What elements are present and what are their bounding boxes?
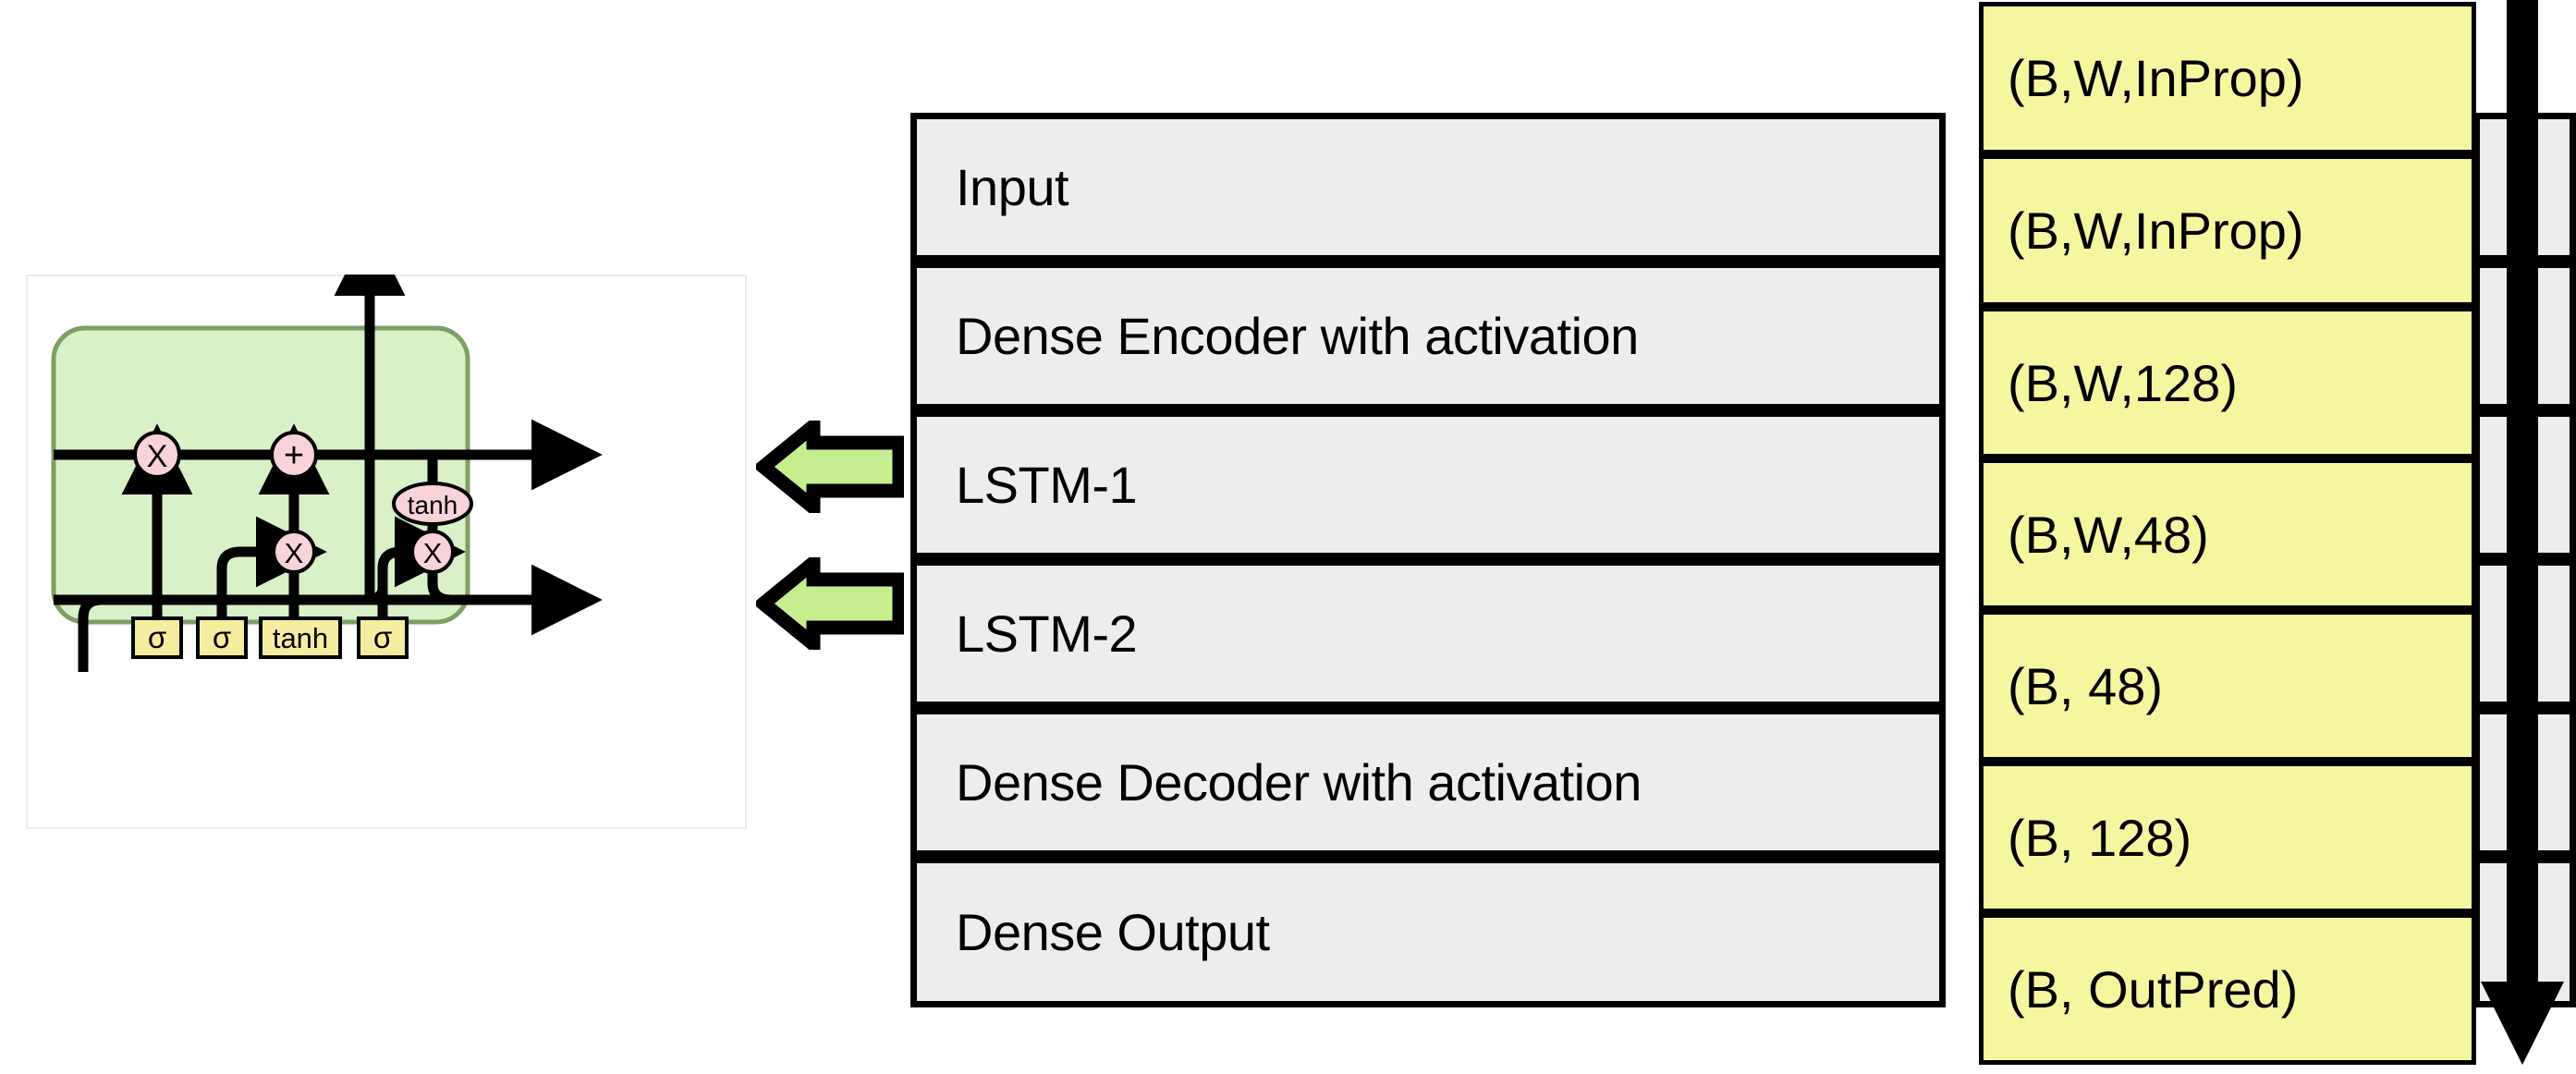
layer-row-lstm-1[interactable]: LSTM-1 (910, 410, 1946, 559)
layer-row-dense-encoder[interactable]: Dense Encoder with activation (910, 262, 1946, 410)
shape-label-4: (B, 48) (2008, 656, 2164, 715)
layer-row-input[interactable]: Input (910, 113, 1946, 262)
layer-stack: Input Dense Encoder with activation LSTM… (910, 113, 1946, 1007)
lstm-cell-panel: σ σ tanh σ X + (26, 275, 747, 829)
shape-label-5: (B, 128) (2008, 808, 2192, 867)
shape-box-5[interactable]: (B, 128) (1979, 762, 2476, 913)
layer-label-dense-decoder: Dense Decoder with activation (956, 753, 1642, 812)
input-entry-line (78, 594, 331, 672)
gate-input-label: σ (213, 620, 231, 654)
layer-row-dense-output[interactable]: Dense Output (910, 857, 1946, 1007)
lstm-cell-diagram: σ σ tanh σ X + (51, 275, 603, 672)
shape-box-2[interactable]: (B,W,128) (1979, 307, 2476, 458)
gate-input: σ (196, 616, 248, 659)
op-forget-multiply: X (133, 431, 181, 479)
op-output-multiply-label: X (423, 537, 443, 569)
output-multiply-out-line (427, 567, 488, 605)
output-gate-curve (377, 516, 466, 616)
gate-forget: σ (131, 616, 183, 659)
gate-output-label: σ (373, 620, 392, 654)
shape-label-3: (B,W,48) (2008, 505, 2209, 564)
down-arrow-icon (2481, 0, 2564, 1065)
op-input-multiply-label: X (285, 537, 304, 569)
layer-label-lstm-2: LSTM-2 (956, 604, 1138, 663)
op-cell-tanh-label: tanh (408, 491, 458, 519)
shape-label-6: (B, OutPred) (2008, 959, 2299, 1019)
shape-box-6[interactable]: (B, OutPred) (1979, 913, 2476, 1065)
layer-label-dense-output: Dense Output (956, 903, 1270, 961)
op-forget-multiply-label: X (147, 439, 168, 474)
layer-label-input: Input (956, 158, 1069, 216)
shape-box-0[interactable]: (B,W,InProp) (1979, 2, 2476, 154)
op-cell-add: + (270, 431, 318, 479)
gate-candidate: tanh (259, 616, 342, 659)
gate-output: σ (357, 616, 409, 659)
shape-box-1[interactable]: (B,W,InProp) (1979, 154, 2476, 307)
layer-label-dense-encoder: Dense Encoder with activation (956, 307, 1639, 365)
shape-label-2: (B,W,128) (2008, 353, 2238, 412)
layer-row-lstm-2[interactable]: LSTM-2 (910, 559, 1946, 708)
op-cell-tanh: tanh (392, 482, 473, 526)
input-gate-curve (216, 516, 327, 616)
shape-box-4[interactable]: (B, 48) (1979, 610, 2476, 762)
layer-label-lstm-1: LSTM-1 (956, 456, 1138, 514)
tensor-shape-column: (B,W,InProp) (B,W,InProp) (B,W,128) (B,W… (1979, 2, 2476, 1065)
op-input-multiply: X (272, 530, 316, 574)
shape-box-3[interactable]: (B,W,48) (1979, 458, 2476, 610)
shape-label-1: (B,W,InProp) (2008, 201, 2304, 260)
op-cell-add-label: + (284, 436, 304, 475)
layer-row-dense-decoder[interactable]: Dense Decoder with activation (910, 708, 1946, 857)
shape-label-0: (B,W,InProp) (2008, 49, 2304, 107)
op-output-multiply: X (410, 530, 455, 574)
gate-candidate-label: tanh (273, 622, 328, 654)
gate-forget-label: σ (148, 620, 166, 654)
arrow-to-lstm-2 (756, 557, 904, 650)
lstm-cell-body (51, 325, 470, 625)
arrow-to-lstm-1 (756, 421, 904, 513)
